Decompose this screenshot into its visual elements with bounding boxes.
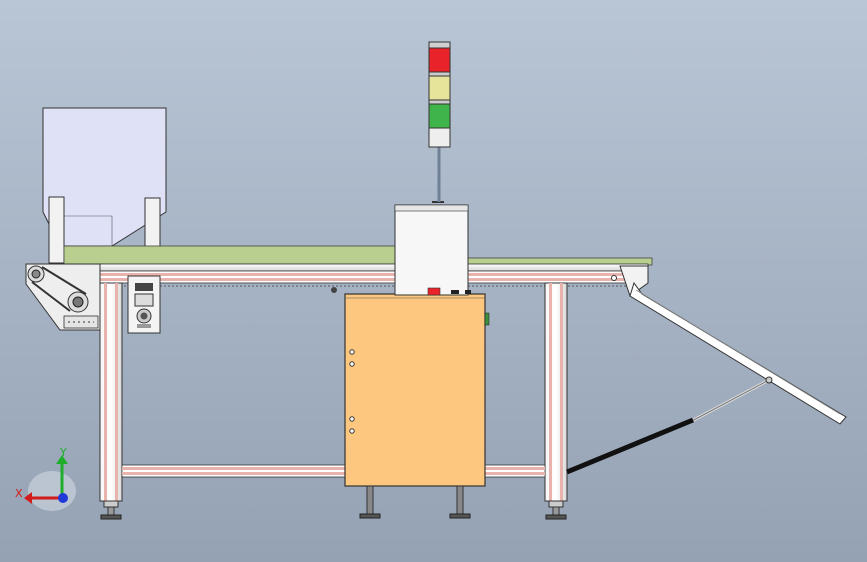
red-light — [428, 47, 451, 73]
discharge-chute — [619, 265, 847, 425]
green-light — [428, 103, 451, 129]
yellow-light — [428, 75, 451, 101]
emergency-stop-button — [427, 287, 441, 296]
coordinate-triad-icon: Y X — [15, 446, 76, 511]
stack-light — [428, 41, 451, 202]
axis-y-label: Y — [59, 446, 67, 459]
frame-leg-left — [99, 282, 123, 520]
sensor-housing — [394, 201, 471, 296]
drive-assembly — [25, 263, 101, 331]
conveyor-belt — [27, 245, 653, 293]
belt-tension-knob — [331, 287, 337, 293]
axis-x-label: X — [15, 487, 23, 500]
hopper — [42, 107, 167, 264]
control-panel — [127, 275, 161, 334]
hopper-support-left — [48, 196, 65, 264]
frame-leg-right — [544, 282, 568, 520]
electrical-cabinet — [344, 293, 490, 519]
gas-spring — [566, 376, 773, 475]
frame-beam — [99, 270, 649, 284]
axis-z-dot — [58, 493, 68, 503]
top-rail — [27, 263, 649, 272]
